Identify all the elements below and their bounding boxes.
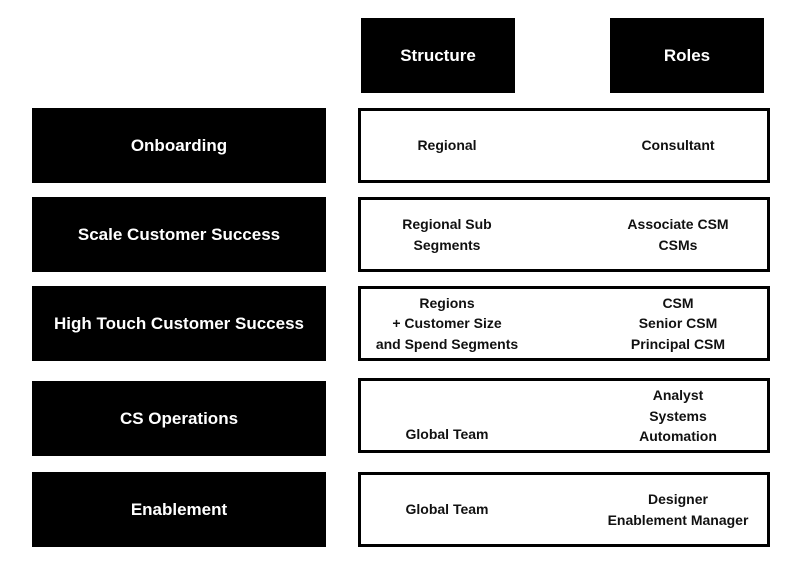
roles-cell: Associate CSM CSMs [589, 200, 767, 269]
role-line: Associate CSM [627, 216, 729, 232]
row-box-onboarding: Regional Consultant [358, 108, 770, 183]
role-line: Consultant [641, 137, 715, 154]
structure-line: Global Team [405, 501, 489, 518]
structure-cell: Regional [361, 111, 533, 180]
role-line: CSMs [658, 236, 698, 253]
row-label-high-touch-customer-success: High Touch Customer Success [32, 286, 326, 361]
row-box-enablement: Global Team Designer Enablement Manager [358, 472, 770, 547]
structure-cell: Global Team [361, 381, 533, 450]
role-line: Principal CSM [630, 335, 726, 352]
structure-line: Regional Sub [402, 216, 492, 232]
row-label-scale-customer-success: Scale Customer Success [32, 197, 326, 272]
role-line: Automation [639, 428, 717, 444]
row-box-scale-customer-success: Regional Sub Segments Associate CSM CSMs [358, 197, 770, 272]
role-line: Systems [649, 407, 707, 424]
roles-cell: Designer Enablement Manager [589, 475, 767, 544]
structure-cell: Regional Sub Segments [361, 200, 533, 269]
roles-cell: Analyst Systems Automation [589, 381, 767, 450]
header-structure: Structure [361, 18, 515, 93]
role-line: Enablement Manager [607, 511, 749, 528]
role-line: Senior CSM [638, 315, 718, 332]
structure-line: Regions [419, 294, 475, 311]
structure-line: Global Team [405, 425, 489, 442]
row-label-onboarding: Onboarding [32, 108, 326, 183]
role-line: Analyst [652, 387, 704, 403]
row-box-cs-operations: Global Team Analyst Systems Automation [358, 378, 770, 453]
structure-cell: Global Team [361, 475, 533, 544]
role-line: CSM [662, 294, 694, 311]
structure-cell: Regions + Customer Size and Spend Segmen… [361, 289, 533, 358]
structure-line: Segments [413, 236, 481, 253]
row-box-high-touch-customer-success: Regions + Customer Size and Spend Segmen… [358, 286, 770, 361]
roles-cell: Consultant [589, 111, 767, 180]
structure-line: and Spend Segments [375, 335, 519, 352]
row-label-enablement: Enablement [32, 472, 326, 547]
structure-line: + Customer Size [392, 315, 502, 332]
header-roles: Roles [610, 18, 764, 93]
role-line: Designer [648, 491, 708, 507]
structure-line: Regional [417, 137, 477, 154]
row-label-cs-operations: CS Operations [32, 381, 326, 456]
roles-cell: CSM Senior CSM Principal CSM [589, 289, 767, 358]
